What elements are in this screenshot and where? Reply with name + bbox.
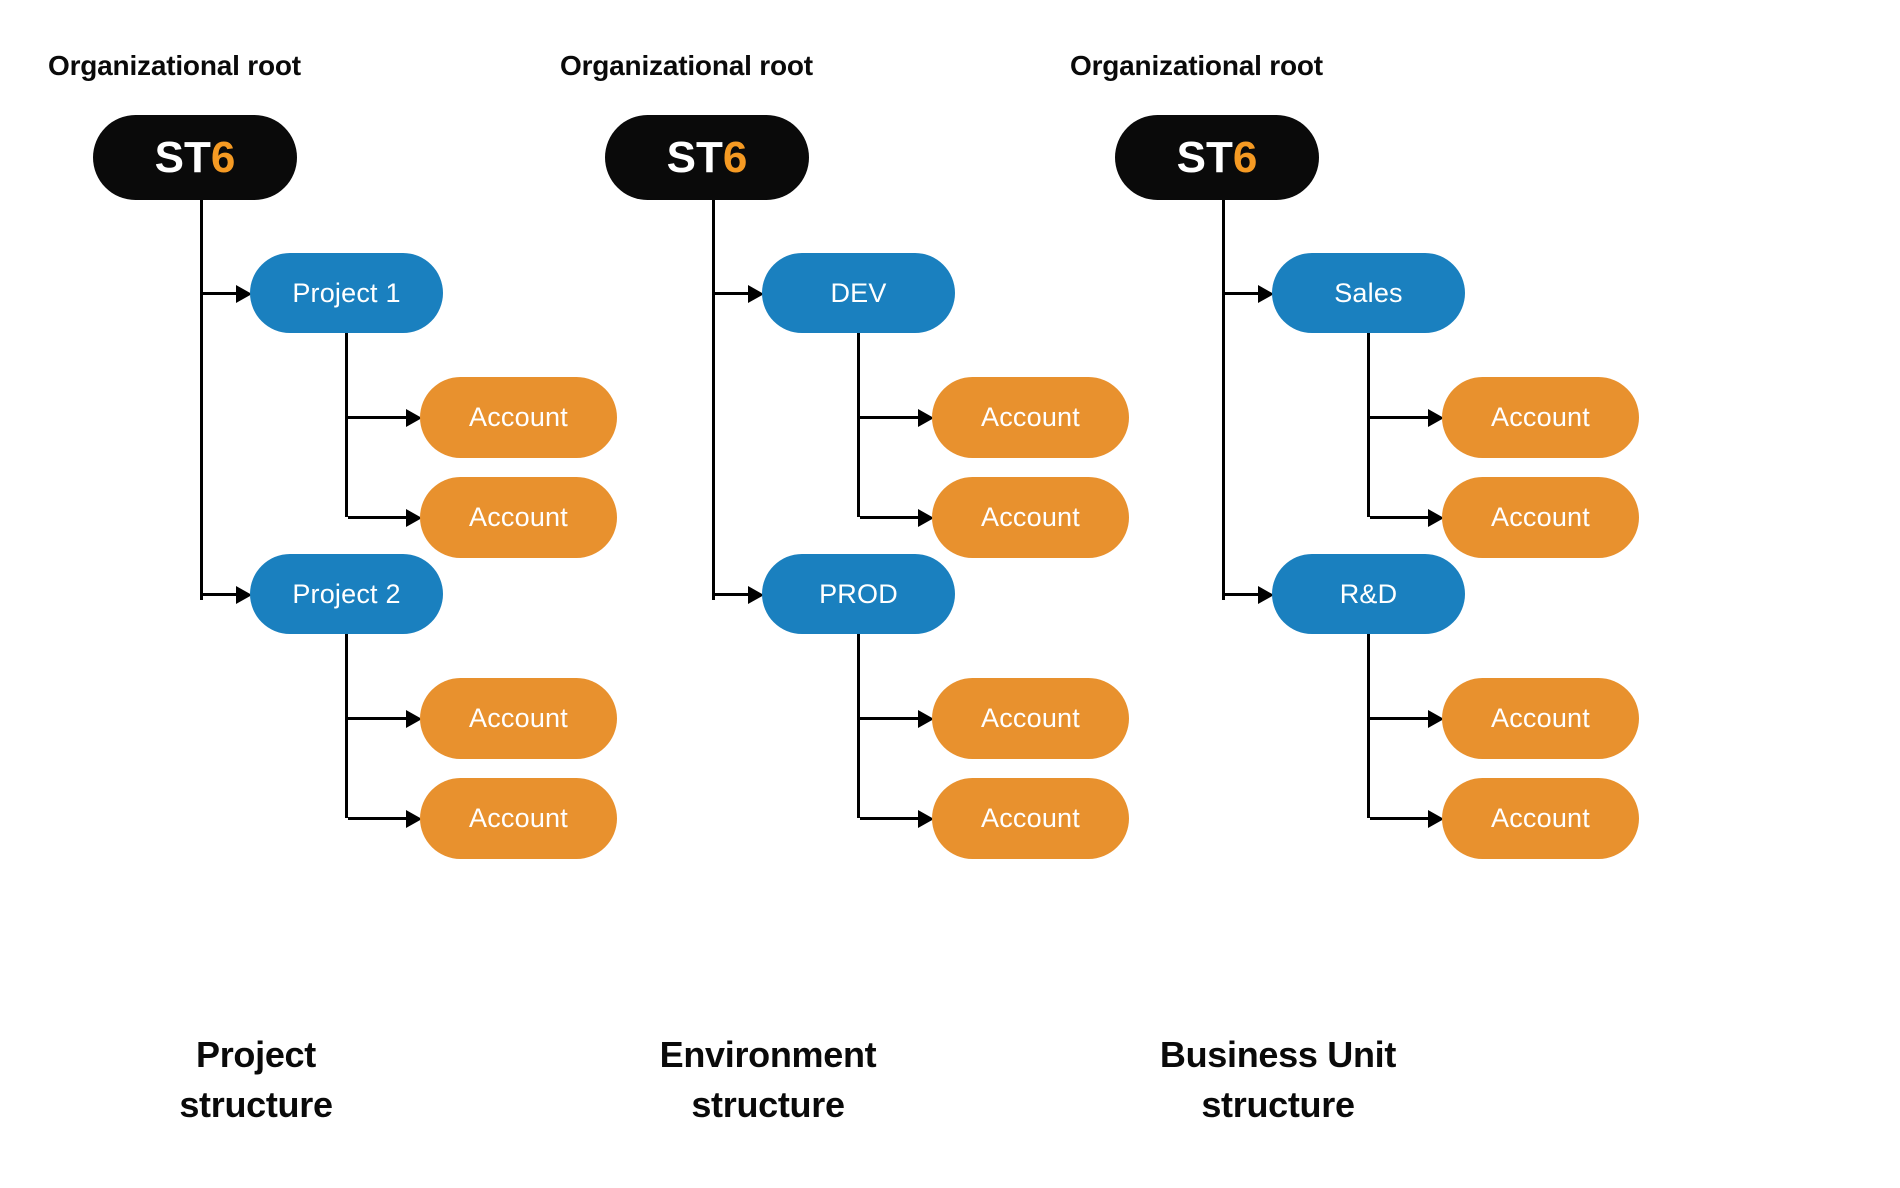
account-node-2[interactable]: Account bbox=[420, 477, 617, 558]
connector-stub-leaf-1 bbox=[348, 416, 406, 419]
arrowhead-leaf-2 bbox=[1428, 509, 1444, 527]
branch-node-1[interactable]: DEV bbox=[762, 253, 955, 333]
branch-node-1[interactable]: Sales bbox=[1272, 253, 1465, 333]
connector-stub-branch-1 bbox=[1225, 292, 1258, 295]
connector-trunk-branch-1 bbox=[345, 333, 348, 517]
column-caption: Business Unit structure bbox=[1022, 1030, 1534, 1130]
root-node-accent: 6 bbox=[722, 132, 748, 182]
arrowhead-leaf-3 bbox=[406, 710, 422, 728]
branch-node-2[interactable]: R&D bbox=[1272, 554, 1465, 634]
arrowhead-branch-2 bbox=[1258, 586, 1274, 604]
account-node-4[interactable]: Account bbox=[932, 778, 1129, 859]
arrowhead-branch-1 bbox=[1258, 285, 1274, 303]
connector-stub-leaf-2 bbox=[348, 516, 406, 519]
organizational-root-label: Organizational root bbox=[1070, 50, 1323, 81]
account-node-1[interactable]: Account bbox=[932, 377, 1129, 458]
connector-trunk-main bbox=[200, 200, 203, 600]
connector-trunk-branch-1 bbox=[1367, 333, 1370, 517]
account-node-4[interactable]: Account bbox=[420, 778, 617, 859]
account-node-1[interactable]: Account bbox=[1442, 377, 1639, 458]
arrowhead-leaf-4 bbox=[406, 810, 422, 828]
arrowhead-leaf-2 bbox=[918, 509, 934, 527]
caption-line-1: Environment bbox=[659, 1034, 877, 1075]
connector-stub-branch-2 bbox=[1225, 593, 1258, 596]
root-node-prefix: ST bbox=[154, 132, 211, 182]
arrowhead-branch-1 bbox=[748, 285, 764, 303]
arrowhead-branch-1 bbox=[236, 285, 252, 303]
arrowhead-leaf-4 bbox=[918, 810, 934, 828]
account-node-3[interactable]: Account bbox=[932, 678, 1129, 759]
account-node-3[interactable]: Account bbox=[420, 678, 617, 759]
connector-trunk-branch-1 bbox=[857, 333, 860, 517]
connector-trunk-main bbox=[1222, 200, 1225, 600]
arrowhead-leaf-4 bbox=[1428, 810, 1444, 828]
root-node-accent: 6 bbox=[1232, 132, 1258, 182]
arrowhead-branch-2 bbox=[748, 586, 764, 604]
root-node-prefix: ST bbox=[666, 132, 723, 182]
account-node-2[interactable]: Account bbox=[932, 477, 1129, 558]
connector-stub-leaf-1 bbox=[1370, 416, 1428, 419]
connector-trunk-branch-2 bbox=[345, 634, 348, 818]
connector-stub-branch-1 bbox=[203, 292, 236, 295]
caption-line-1: Project bbox=[196, 1034, 316, 1075]
caption-line-1: Business Unit bbox=[1159, 1034, 1397, 1075]
arrowhead-branch-2 bbox=[236, 586, 252, 604]
organizational-root-label: Organizational root bbox=[560, 50, 813, 81]
connector-trunk-main bbox=[712, 200, 715, 600]
arrowhead-leaf-1 bbox=[406, 409, 422, 427]
arrowhead-leaf-3 bbox=[918, 710, 934, 728]
caption-line-2: structure bbox=[691, 1084, 845, 1125]
column-caption: Environment structure bbox=[512, 1030, 1024, 1130]
account-node-2[interactable]: Account bbox=[1442, 477, 1639, 558]
account-node-3[interactable]: Account bbox=[1442, 678, 1639, 759]
connector-stub-leaf-3 bbox=[860, 717, 918, 720]
connector-stub-leaf-3 bbox=[348, 717, 406, 720]
arrowhead-leaf-2 bbox=[406, 509, 422, 527]
branch-node-1[interactable]: Project 1 bbox=[250, 253, 443, 333]
connector-stub-branch-2 bbox=[203, 593, 236, 596]
account-node-1[interactable]: Account bbox=[420, 377, 617, 458]
arrowhead-leaf-1 bbox=[918, 409, 934, 427]
branch-node-2[interactable]: PROD bbox=[762, 554, 955, 634]
root-node-accent: 6 bbox=[210, 132, 236, 182]
connector-stub-leaf-2 bbox=[1370, 516, 1428, 519]
connector-stub-leaf-2 bbox=[860, 516, 918, 519]
column-caption: Project structure bbox=[0, 1030, 512, 1130]
root-node-prefix: ST bbox=[1176, 132, 1233, 182]
connector-trunk-branch-2 bbox=[1367, 634, 1370, 818]
connector-stub-branch-2 bbox=[715, 593, 748, 596]
connector-stub-leaf-4 bbox=[860, 817, 918, 820]
arrowhead-leaf-3 bbox=[1428, 710, 1444, 728]
connector-stub-leaf-4 bbox=[1370, 817, 1428, 820]
connector-trunk-branch-2 bbox=[857, 634, 860, 818]
caption-line-2: structure bbox=[179, 1084, 333, 1125]
branch-node-2[interactable]: Project 2 bbox=[250, 554, 443, 634]
organizational-root-label: Organizational root bbox=[48, 50, 301, 81]
connector-stub-branch-1 bbox=[715, 292, 748, 295]
arrowhead-leaf-1 bbox=[1428, 409, 1444, 427]
account-node-4[interactable]: Account bbox=[1442, 778, 1639, 859]
connector-stub-leaf-1 bbox=[860, 416, 918, 419]
caption-line-2: structure bbox=[1201, 1084, 1355, 1125]
connector-stub-leaf-3 bbox=[1370, 717, 1428, 720]
connector-stub-leaf-4 bbox=[348, 817, 406, 820]
